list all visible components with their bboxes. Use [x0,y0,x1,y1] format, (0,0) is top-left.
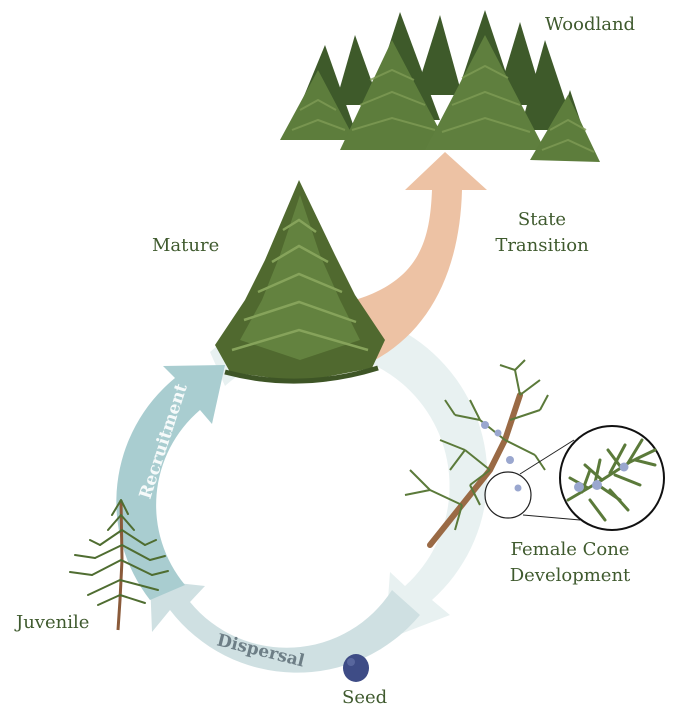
juniper-branch-illustration [404,359,581,548]
female-cone-label-line1: Female Cone [510,539,630,560]
cone-magnifier-illustration [559,425,665,531]
recruitment-arrow [116,365,225,600]
juvenile-sapling-illustration [69,499,169,631]
juvenile-label: Juvenile [16,612,90,633]
female-cone-label-line2: Development [509,565,631,586]
mature-label: Mature [152,235,220,256]
state-transition-label-line2: Transition [495,235,589,256]
woodland-illustration [280,10,600,162]
seed-label: Seed [342,687,388,708]
cycle-arrow-cone-to-seed [210,309,488,640]
branch-zoom-circle [484,471,532,519]
seed-illustration [343,654,369,682]
mature-tree-illustration [215,180,385,384]
state-transition-arrow [355,152,487,360]
dispersal-arrow [150,580,420,673]
state-transition-label-line1: State [517,209,567,230]
woodland-label: Woodland [545,14,636,35]
